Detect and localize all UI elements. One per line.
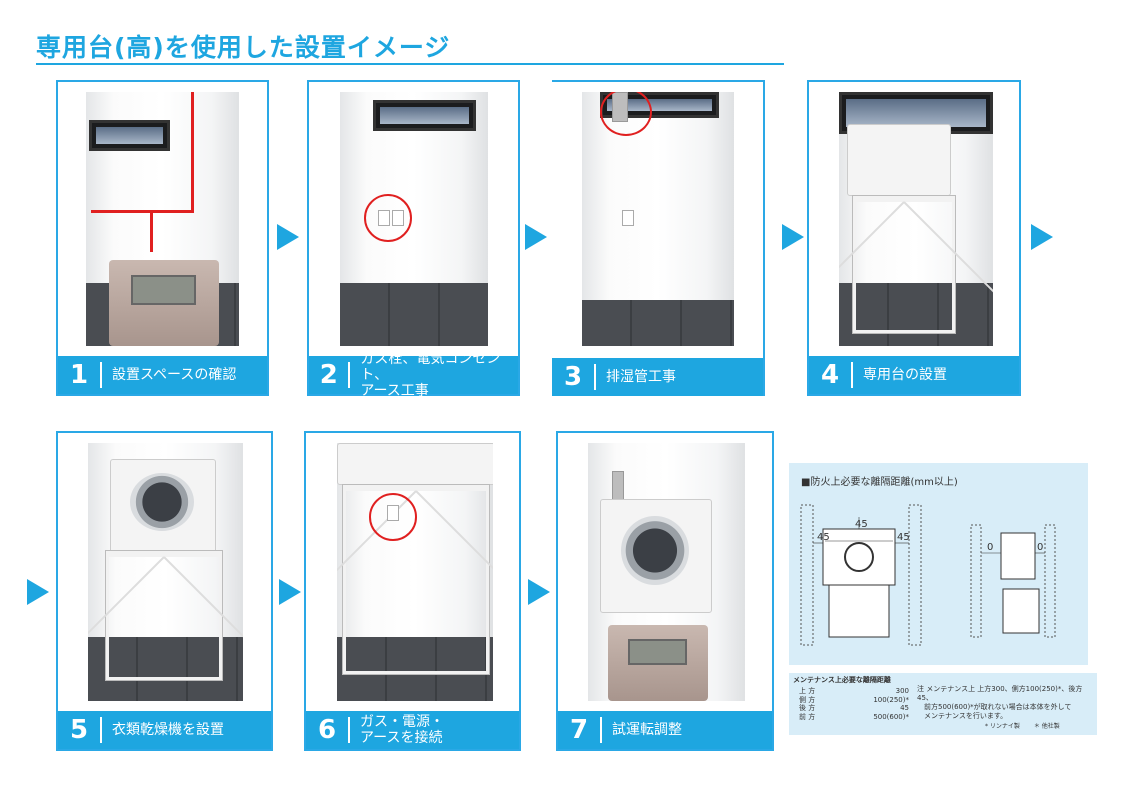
dim-r-left: 0 [987, 542, 993, 553]
maintenance-title: メンテナンス上必要な離隔距離 [793, 676, 891, 684]
step-4-photo [839, 92, 993, 346]
dim-right: 45 [897, 532, 910, 543]
step-1-card: 1 設置スペースの確認 [56, 80, 269, 396]
page-title: 専用台(高)を使用した設置イメージ [36, 33, 451, 62]
clearance-diagram: 45 45 45 0 0 [800, 504, 1056, 646]
step-3-number: 3 [563, 362, 583, 392]
dim-top: 45 [855, 519, 868, 530]
step-2-label: 2 ガス栓、電気コンセント、 アース工事 [309, 351, 518, 399]
row-value: 500(600)* [873, 712, 909, 721]
step-3-text: 排湿管工事 [606, 369, 676, 385]
step-5-number: 5 [69, 715, 89, 745]
step-1-label: 1 設置スペースの確認 [58, 356, 267, 394]
fire-clearance-title: ■防火上必要な離隔距離(mm以上) [801, 477, 958, 488]
step-1-text: 設置スペースの確認 [112, 367, 237, 383]
dim-left: 45 [817, 532, 830, 543]
arrow-right-icon [525, 224, 547, 250]
arrow-right-icon [1031, 224, 1053, 250]
arrow-right-icon [277, 224, 299, 250]
step-5-card: 5 衣類乾燥機を設置 [56, 431, 273, 751]
step-7-photo [588, 443, 745, 701]
step-6-card: 6 ガス・電源・ アースを接続 [304, 431, 521, 751]
maintenance-table: 上 方 300 側 方 100(250)* 後 方 45 前 方 500(600)* [799, 687, 909, 721]
step-4-card: 4 専用台の設置 [807, 80, 1021, 396]
row-value: 100(250)* [873, 695, 909, 704]
arrow-right-icon [528, 579, 550, 605]
row-label: 上 方 [799, 687, 816, 695]
arrow-right-icon [279, 579, 301, 605]
row-value: 300 [895, 687, 909, 695]
step-7-text: 試運転調整 [612, 722, 682, 738]
maintenance-note: 注 メンテナンス上 上方300、側方100(250)*、後方45、 前方500(… [917, 685, 1083, 720]
step-4-number: 4 [820, 360, 840, 390]
step-5-text: 衣類乾燥機を設置 [112, 722, 224, 738]
step-3-label: 3 排湿管工事 [552, 358, 763, 396]
step-5-photo [88, 443, 243, 701]
step-4-text: 専用台の設置 [863, 367, 947, 383]
row-value: 45 [900, 704, 909, 712]
maintenance-footnote: * リンナイ製 ＊ 他社製 [985, 723, 1060, 730]
step-5-label: 5 衣類乾燥機を設置 [58, 711, 271, 749]
dim-r-right: 0 [1037, 542, 1043, 553]
step-7-number: 7 [569, 715, 589, 745]
row-label: 前 方 [799, 712, 816, 721]
title-underline [36, 63, 784, 65]
step-6-number: 6 [317, 715, 337, 745]
step-3-card: 3 排湿管工事 [552, 80, 765, 396]
step-2-text: ガス栓、電気コンセント、 アース工事 [360, 351, 501, 399]
step-4-label: 4 専用台の設置 [809, 356, 1019, 394]
step-6-text: ガス・電源・ アースを接続 [360, 714, 444, 746]
step-2-number: 2 [319, 360, 338, 390]
step-3-photo [582, 92, 734, 346]
step-1-photo [86, 92, 239, 346]
fire-clearance-panel: ■防火上必要な離隔距離(mm以上) 45 45 45 0 0 [789, 463, 1088, 665]
row-label: 後 方 [799, 704, 816, 712]
step-1-number: 1 [69, 360, 89, 390]
maintenance-panel: メンテナンス上必要な離隔距離 上 方 300 側 方 100(250)* 後 方 45… [789, 673, 1097, 735]
row-label: 側 方 [799, 695, 816, 704]
step-7-card: 7 試運転調整 [556, 431, 774, 751]
step-7-label: 7 試運転調整 [558, 711, 772, 749]
arrow-right-icon [27, 579, 49, 605]
step-6-photo [337, 443, 493, 701]
step-2-card: 2 ガス栓、電気コンセント、 アース工事 [307, 80, 520, 399]
step-6-label: 6 ガス・電源・ アースを接続 [306, 711, 519, 749]
arrow-right-icon [782, 224, 804, 250]
step-2-photo [340, 92, 488, 346]
